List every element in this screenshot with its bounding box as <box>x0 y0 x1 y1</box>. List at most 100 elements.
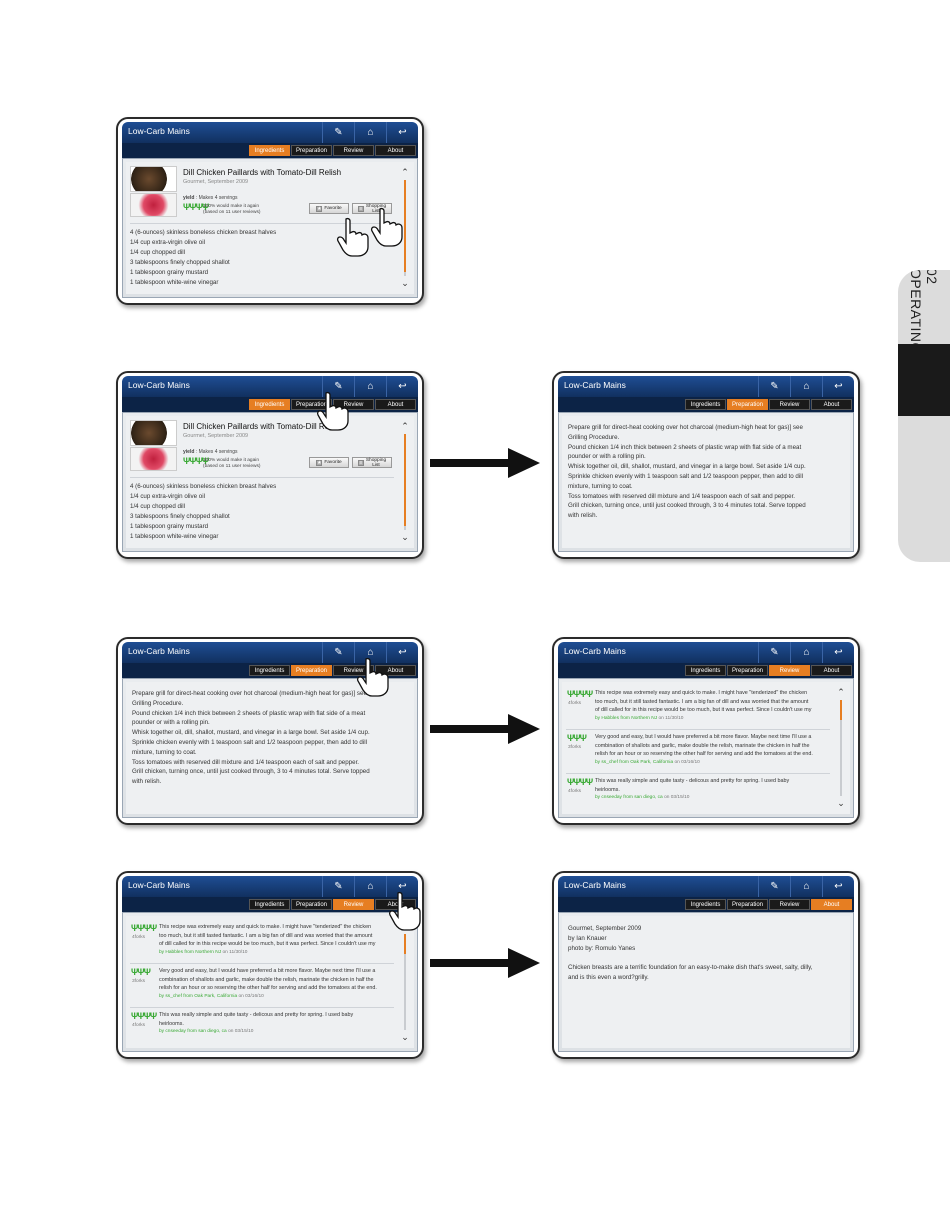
tab-about[interactable]: About <box>375 899 416 910</box>
back-icon[interactable]: ↩ <box>822 376 854 397</box>
tab-review[interactable]: Review <box>333 899 374 910</box>
fork-count: 4forks <box>568 701 582 706</box>
chevron-down-icon[interactable]: ⌄ <box>401 532 409 542</box>
edit-icon[interactable]: ✎ <box>322 122 354 143</box>
scroll-thumb[interactable] <box>404 934 406 954</box>
tab-review[interactable]: Review <box>769 665 810 676</box>
tab-preparation[interactable]: Preparation <box>727 899 768 910</box>
chevron-up-icon[interactable]: ⌃ <box>837 687 845 697</box>
fork-count: 3forks <box>132 979 146 984</box>
preparation-line: Pound chicken 1/4 inch thick between 2 s… <box>132 709 366 717</box>
home-icon[interactable]: ⌂ <box>354 376 386 397</box>
tab-review[interactable]: Review <box>333 665 374 676</box>
tab-ingredients[interactable]: Ingredients <box>249 899 290 910</box>
scroll-thumb[interactable] <box>840 700 842 720</box>
home-icon[interactable]: ⌂ <box>790 376 822 397</box>
toolbar: ✎⌂↩ <box>322 876 418 897</box>
tab-about[interactable]: About <box>375 145 416 156</box>
ingredient-item: 1 tablespoon grainy mustard <box>130 269 209 276</box>
preparation-line: Grilling Procedure. <box>132 699 184 707</box>
tab-preparation[interactable]: Preparation <box>291 899 332 910</box>
edit-icon[interactable]: ✎ <box>758 642 790 663</box>
home-icon[interactable]: ⌂ <box>354 122 386 143</box>
tab-ingredients[interactable]: Ingredients <box>685 399 726 410</box>
edit-icon[interactable]: ✎ <box>758 376 790 397</box>
scrollbar[interactable]: ⌃⌄ <box>836 688 846 808</box>
edit-icon[interactable]: ✎ <box>322 376 354 397</box>
tab-preparation[interactable]: Preparation <box>727 399 768 410</box>
preparation-line: Grill chicken, turning once, until just … <box>568 502 806 510</box>
back-icon[interactable]: ↩ <box>386 642 418 663</box>
back-icon[interactable]: ↩ <box>386 876 418 897</box>
favorite-button[interactable]: ★Favorite <box>309 203 349 214</box>
tab-ingredients[interactable]: Ingredients <box>685 899 726 910</box>
scrollbar[interactable]: ⌃⌄ <box>400 168 410 288</box>
scroll-thumb[interactable] <box>404 434 406 526</box>
chevron-down-icon[interactable]: ⌄ <box>401 278 409 288</box>
tab-review[interactable]: Review <box>333 399 374 410</box>
preparation-line: Prepare grill for direct-heat cooking ov… <box>132 690 367 697</box>
review-line: relish for an hour or so reserving the o… <box>595 751 813 758</box>
tab-preparation[interactable]: Preparation <box>291 399 332 410</box>
home-icon[interactable]: ⌂ <box>354 876 386 897</box>
chevron-down-icon[interactable]: ⌄ <box>837 798 845 808</box>
preparation-line: mixture, turning to coat. <box>568 482 633 490</box>
preparation-line: Whisk together oil, dill, shallot, musta… <box>132 729 370 737</box>
tab-ingredients[interactable]: Ingredients <box>249 145 290 156</box>
edit-icon[interactable]: ✎ <box>322 876 354 897</box>
review-author: by ss_chef from Oak Park, California on … <box>159 993 394 1002</box>
tab-preparation[interactable]: Preparation <box>727 665 768 676</box>
home-icon[interactable]: ⌂ <box>790 876 822 897</box>
fork-rating-icon: ΨΨΨΨ <box>131 923 157 933</box>
scrollbar[interactable]: ⌃⌄ <box>400 422 410 542</box>
ingredient-item: 1/4 cup extra-virgin olive oil <box>130 239 205 246</box>
edit-icon[interactable]: ✎ <box>758 876 790 897</box>
tab-about[interactable]: About <box>811 399 852 410</box>
tab-ingredients[interactable]: Ingredients <box>685 665 726 676</box>
about-source: Gourmet, September 2009 <box>568 925 642 932</box>
back-icon[interactable]: ↩ <box>386 122 418 143</box>
chevron-up-icon[interactable]: ⌃ <box>401 921 409 931</box>
tab-about[interactable]: About <box>375 665 416 676</box>
chevron-up-icon[interactable]: ⌃ <box>401 167 409 177</box>
review-author-name: by cnseeday from san diego, ca <box>159 1029 227 1035</box>
fork-rating-icon: ΨΨΨΨ <box>183 202 209 212</box>
tab-review[interactable]: Review <box>769 899 810 910</box>
scroll-track <box>840 700 842 796</box>
edit-icon[interactable]: ✎ <box>322 642 354 663</box>
tab-review[interactable]: Review <box>769 399 810 410</box>
recipe-source: Gourmet, September 2009 <box>183 433 249 439</box>
home-icon[interactable]: ⌂ <box>790 642 822 663</box>
tab-about[interactable]: About <box>811 665 852 676</box>
favorite-button[interactable]: ★Favorite <box>309 457 349 468</box>
back-icon[interactable]: ↩ <box>822 642 854 663</box>
tab-ingredients[interactable]: Ingredients <box>249 665 290 676</box>
review-author-name: by ss_chef from Oak Park, California <box>159 993 238 999</box>
scroll-thumb[interactable] <box>404 180 406 272</box>
tab-review[interactable]: Review <box>333 145 374 156</box>
favorite-label: Favorite <box>324 460 342 465</box>
recipe-photo-relish <box>130 447 177 471</box>
home-icon[interactable]: ⌂ <box>354 642 386 663</box>
tab-about[interactable]: About <box>375 399 416 410</box>
tab-about[interactable]: About <box>811 899 852 910</box>
list-icon: ≡ <box>357 459 364 466</box>
chevron-down-icon[interactable]: ⌄ <box>401 1032 409 1042</box>
tab-preparation[interactable]: Preparation <box>291 145 332 156</box>
tab-preparation[interactable]: Preparation <box>291 665 332 676</box>
preparation-line: Whisk together oil, dill, shallot, musta… <box>568 463 806 471</box>
chevron-up-icon[interactable]: ⌃ <box>401 421 409 431</box>
tab-ingredients[interactable]: Ingredients <box>249 399 290 410</box>
scrollbar[interactable]: ⌃⌄ <box>400 922 410 1042</box>
back-icon[interactable]: ↩ <box>822 876 854 897</box>
back-icon[interactable]: ↩ <box>386 376 418 397</box>
